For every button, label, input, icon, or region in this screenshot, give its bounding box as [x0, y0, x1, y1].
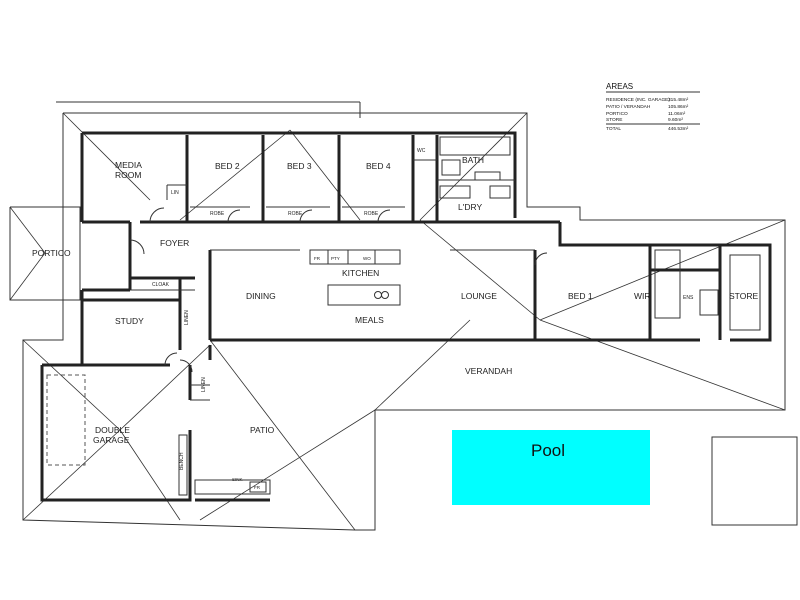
areas-row-residence-value: 315.48m²	[668, 97, 689, 103]
areas-row-patio-value: 105.86m²	[668, 104, 689, 110]
sink-icon	[381, 291, 389, 299]
verandah-label: VERANDAH	[465, 366, 512, 376]
car-space-icon	[46, 374, 86, 466]
fridge-label: FR	[314, 256, 321, 261]
patio-fridge	[249, 481, 267, 493]
outbuilding	[711, 436, 798, 526]
patio-label: PATIO	[250, 425, 275, 435]
garage-label: GARAGE	[93, 435, 130, 445]
pool-label: Pool	[531, 441, 565, 460]
bed4-label: BED 4	[366, 161, 391, 171]
areas-row-residence-name: RESIDENCE (INC. GARAGE)	[606, 97, 670, 103]
room-labels: MEDIA ROOM LIN BED 2 BED 3 BED 4 ROBE RO…	[32, 148, 758, 490]
pantry-label: PTY	[331, 256, 340, 261]
garage-bench	[178, 434, 188, 496]
robe-label: ROBE	[210, 211, 225, 217]
wc-label: WC	[417, 148, 426, 154]
linen-label: LINEN	[201, 377, 207, 392]
areas-total-value: 446.53m²	[668, 126, 689, 132]
kitchen-island	[327, 284, 401, 306]
linen-label: LIN	[171, 190, 179, 196]
patio-fridge-label: FR	[254, 485, 261, 490]
areas-row-portico-name: PORTICO	[606, 111, 628, 117]
shower-bath	[441, 159, 461, 176]
areas-title: AREAS	[606, 82, 633, 91]
areas-table: AREAS RESIDENCE (INC. GARAGE) 315.48m² P…	[606, 82, 700, 132]
lounge-label: LOUNGE	[461, 291, 497, 301]
ensuite-label: ENS	[683, 295, 694, 301]
bed3-label: BED 3	[287, 161, 312, 171]
areas-row-store-value: 9.60m²	[668, 117, 683, 123]
laundry-bench	[489, 185, 511, 199]
cloak-label: CLOAK	[152, 282, 170, 288]
robe-label: ROBE	[288, 211, 303, 217]
kitchen-bench	[309, 249, 401, 265]
meals-label: MEALS	[355, 315, 384, 325]
sink-icon	[374, 291, 382, 299]
store-label: STORE	[729, 291, 758, 301]
sink-label: SINK	[232, 477, 243, 482]
linen-label: LINEN	[184, 310, 190, 325]
bath-tub	[439, 136, 511, 156]
roof-outline	[9, 101, 786, 531]
kitchen-label: KITCHEN	[342, 268, 379, 278]
fixtures	[46, 136, 798, 526]
interior-walls	[82, 135, 722, 401]
vanity-bath	[474, 171, 501, 181]
bench-label: BENCH	[179, 452, 185, 470]
bath-label: BATH	[462, 155, 484, 165]
roof-hips	[9, 112, 786, 531]
doors	[129, 207, 548, 373]
wall-oven-label: WO	[363, 256, 371, 261]
wir-label: WIR	[634, 291, 651, 301]
areas-row-store-name: STORE	[606, 117, 622, 123]
areas-row-patio-name: PATIO / VERANDAH	[606, 104, 651, 110]
bed1-label: BED 1	[568, 291, 593, 301]
patio-bench	[194, 479, 271, 495]
robe-label: ROBE	[364, 211, 379, 217]
portico-label: PORTICO	[32, 248, 71, 258]
areas-total-label: TOTAL	[606, 126, 621, 132]
foyer-label: FOYER	[160, 238, 189, 248]
bed2-label: BED 2	[215, 161, 240, 171]
dining-label: DINING	[246, 291, 276, 301]
exterior-walls	[40, 131, 772, 502]
laundry-label: L'DRY	[458, 202, 482, 212]
media-room-label: MEDIA	[115, 160, 142, 170]
study-label: STUDY	[115, 316, 144, 326]
pool	[452, 430, 650, 505]
media-room-label: ROOM	[115, 170, 141, 180]
wir-shelves	[654, 249, 681, 319]
laundry-tub	[439, 185, 471, 199]
ensuite-vanity	[699, 289, 719, 316]
areas-row-portico-value: 11.06m²	[668, 111, 686, 117]
garage-label: DOUBLE	[95, 425, 130, 435]
store-interior	[729, 254, 761, 331]
